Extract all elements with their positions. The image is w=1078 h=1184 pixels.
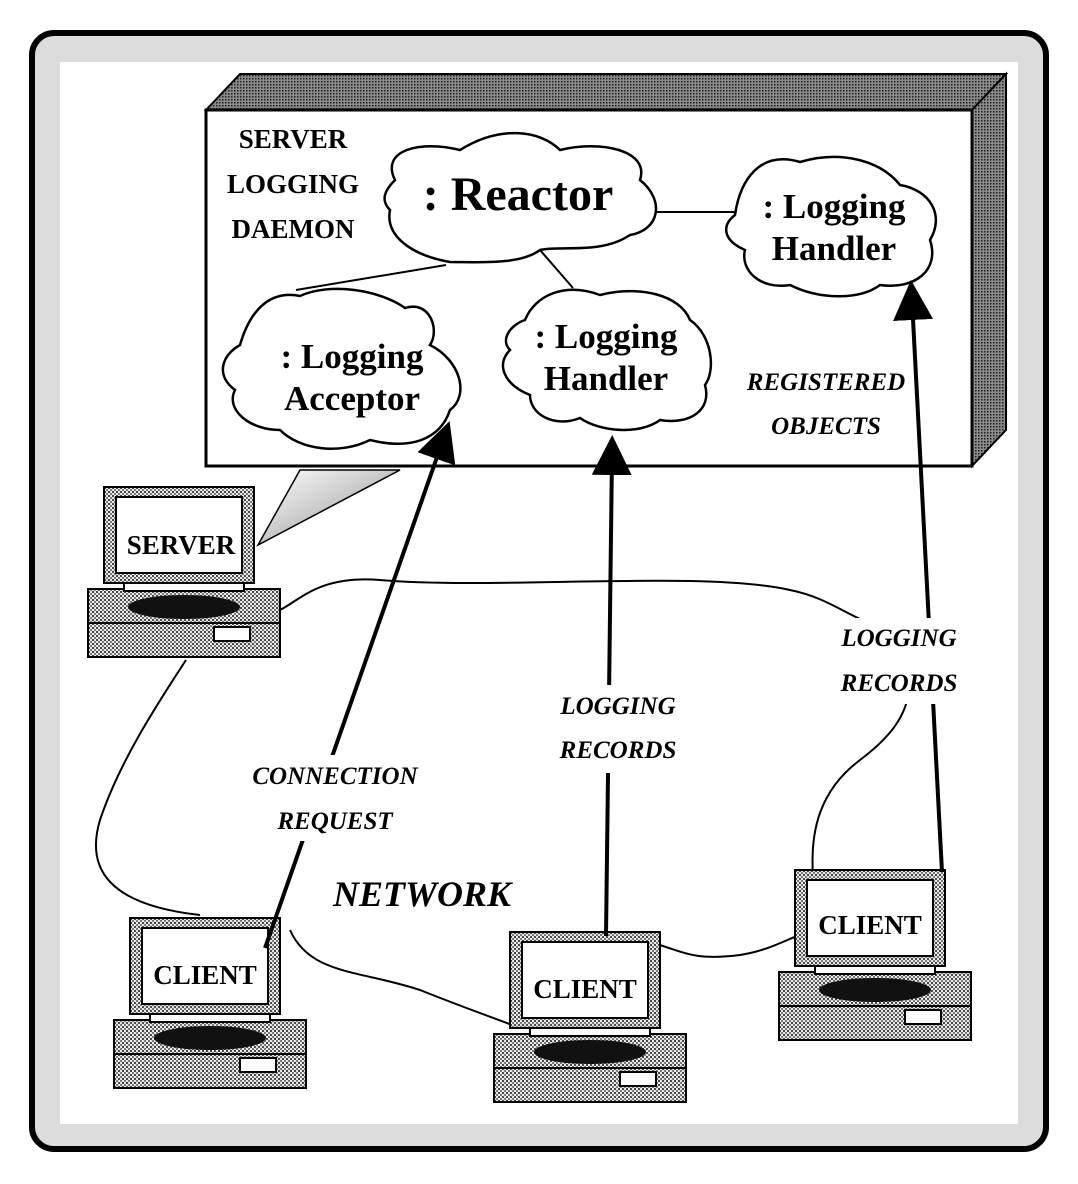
connection-request-bg (228, 755, 442, 841)
client-computer-left: CLIENT (113, 917, 307, 1089)
server-label: SERVER (127, 530, 236, 560)
client-right-label: CLIENT (818, 910, 922, 940)
registered-objects-line-2: OBJECTS (771, 413, 881, 440)
logging-records-middle-line-1: LOGGING (559, 693, 675, 720)
logging-records-middle-bg (540, 685, 698, 773)
client-left-label: CLIENT (153, 960, 257, 990)
reactor-label: : Reactor (423, 168, 614, 221)
logging-records-right-bg (820, 618, 980, 704)
client-computer-right: CLIENT (778, 869, 972, 1041)
callout-beam (256, 469, 401, 547)
logging-handler-right-label-line-1: : Logging (763, 187, 906, 226)
logging-handler-right-cloud (725, 155, 938, 298)
logging-handler-middle-label-line-1: : Logging (535, 317, 678, 356)
registered-objects-line-1: REGISTERED (746, 369, 905, 396)
logging-handler-middle-label-line-2: Handler (544, 359, 668, 398)
daemon-label-line-2: LOGGING (227, 169, 359, 199)
logging-records-middle-line-2: RECORDS (559, 737, 677, 764)
server-computer: SERVER (87, 486, 281, 658)
logging-records-right-line-2: RECORDS (840, 670, 958, 697)
network-label: NETWORK (332, 874, 514, 914)
logging-handler-right-label-line-2: Handler (772, 229, 896, 268)
client-computer-middle: CLIENT (493, 931, 687, 1103)
logging-acceptor-label-line-1: : Logging (281, 337, 424, 376)
reactor-cloud (383, 131, 658, 264)
logging-acceptor-label-line-2: Acceptor (284, 379, 420, 418)
client-middle-label: CLIENT (533, 974, 637, 1004)
daemon-label-line-1: SERVER (239, 124, 348, 154)
reactor-links (295, 211, 735, 291)
logging-acceptor-cloud (221, 287, 462, 450)
logging-records-right-line-1: LOGGING (840, 625, 956, 652)
connection-request-arrow (263, 421, 456, 949)
connection-request-line-2: REQUEST (276, 808, 394, 835)
network-cables (95, 578, 911, 1026)
logging-records-right-arrow (893, 280, 944, 873)
connection-request-line-1: CONNECTION (252, 763, 418, 790)
daemon-label-line-3: DAEMON (232, 214, 355, 244)
logging-handler-middle-cloud (501, 288, 713, 432)
